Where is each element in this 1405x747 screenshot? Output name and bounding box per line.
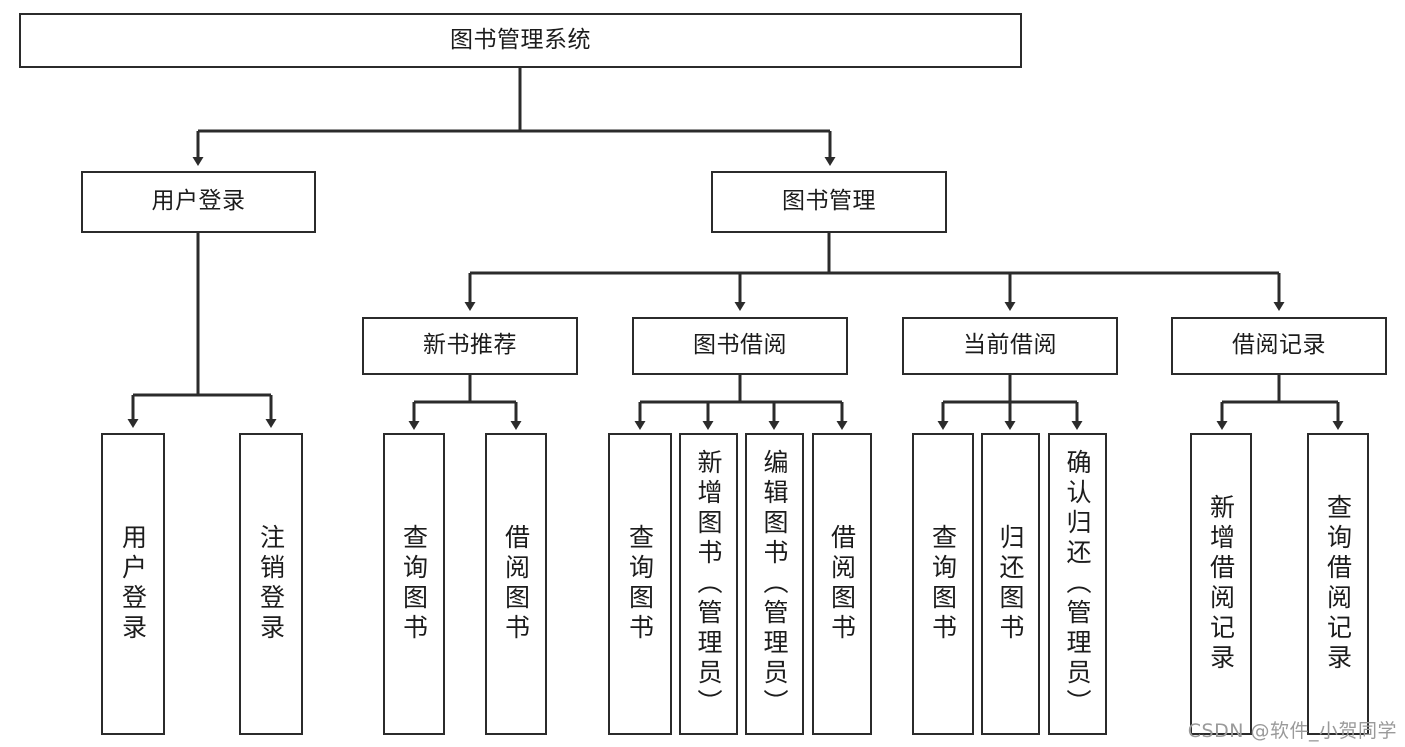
node-leaf-query-book-current[interactable]: 查询图书 xyxy=(912,433,974,735)
node-label: 查询图书 xyxy=(399,524,429,644)
node-label: 新书推荐 xyxy=(423,332,517,359)
node-new-book-recommend[interactable]: 新书推荐 xyxy=(362,317,578,375)
node-user-login[interactable]: 用户登录 xyxy=(81,171,316,233)
node-label: 图书管理系统 xyxy=(450,26,591,53)
node-label: 图书借阅 xyxy=(693,332,787,359)
node-leaf-query-book-recommend[interactable]: 查询图书 xyxy=(383,433,445,735)
node-leaf-add-borrow-record[interactable]: 新增借阅记录 xyxy=(1190,433,1252,735)
node-book-management[interactable]: 图书管理 xyxy=(711,171,947,233)
node-leaf-borrow-book-recommend[interactable]: 借阅图书 xyxy=(485,433,547,735)
node-leaf-query-book-borrow[interactable]: 查询图书 xyxy=(608,433,672,735)
node-label: 借阅图书 xyxy=(501,524,531,644)
node-label: 查询借阅记录 xyxy=(1323,494,1353,674)
node-label: 借阅图书 xyxy=(827,524,857,644)
node-leaf-borrow-book[interactable]: 借阅图书 xyxy=(812,433,872,735)
node-leaf-add-book[interactable]: 新增图书（管理员） xyxy=(679,433,738,735)
node-label: 借阅记录 xyxy=(1232,332,1326,359)
node-label: 归还图书 xyxy=(996,524,1025,644)
node-label: 当前借阅 xyxy=(963,332,1057,359)
node-label: 新增图书（管理员） xyxy=(694,449,723,719)
node-label: 新增借阅记录 xyxy=(1206,494,1236,674)
node-label: 查询图书 xyxy=(928,524,958,644)
node-leaf-logout-login[interactable]: 注销登录 xyxy=(239,433,303,735)
node-label: 图书管理 xyxy=(782,188,876,215)
node-label: 编辑图书（管理员） xyxy=(760,449,789,719)
node-label: 确认归还（管理员） xyxy=(1063,449,1092,719)
node-current-borrow[interactable]: 当前借阅 xyxy=(902,317,1118,375)
node-label: 用户登录 xyxy=(118,524,148,644)
watermark-text: CSDN @软件_小贺同学 xyxy=(1187,720,1397,742)
node-label: 注销登录 xyxy=(256,524,286,644)
node-leaf-edit-book[interactable]: 编辑图书（管理员） xyxy=(745,433,804,735)
node-leaf-user-login[interactable]: 用户登录 xyxy=(101,433,165,735)
node-label: 查询图书 xyxy=(625,524,655,644)
node-leaf-confirm-return[interactable]: 确认归还（管理员） xyxy=(1048,433,1107,735)
node-leaf-return-book[interactable]: 归还图书 xyxy=(981,433,1040,735)
node-borrow-record[interactable]: 借阅记录 xyxy=(1171,317,1387,375)
node-leaf-query-borrow-record[interactable]: 查询借阅记录 xyxy=(1307,433,1369,735)
node-root-system[interactable]: 图书管理系统 xyxy=(19,13,1022,68)
node-label: 用户登录 xyxy=(151,188,246,215)
node-book-borrow[interactable]: 图书借阅 xyxy=(632,317,848,375)
